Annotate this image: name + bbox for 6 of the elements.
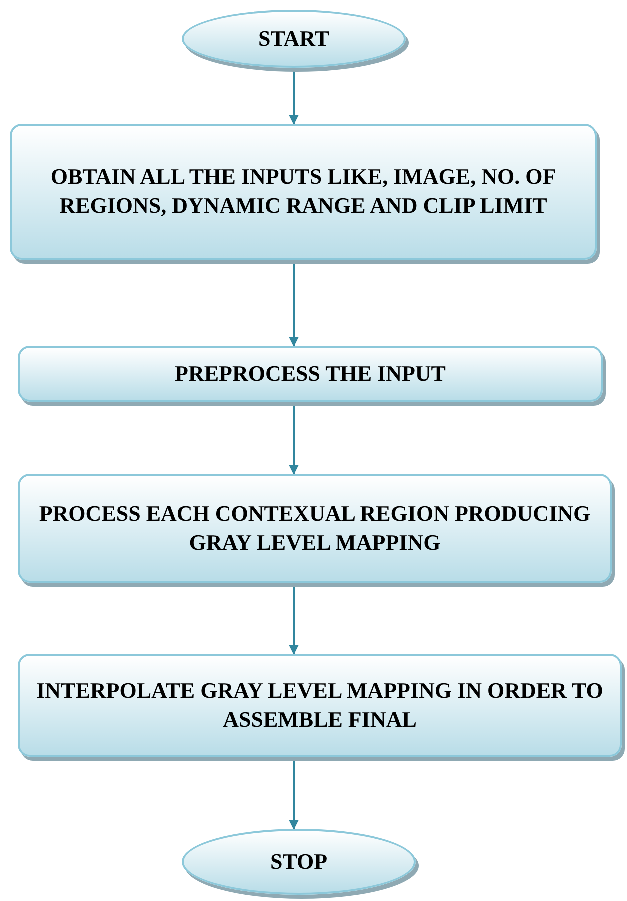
node-label: INTERPOLATE GRAY LEVEL MAPPING IN ORDER TO ASSEMBLE FINAL [36, 676, 604, 734]
node-label: STOP [270, 848, 328, 876]
node-label: START [258, 24, 330, 53]
node-label: OBTAIN ALL THE INPUTS LIKE, IMAGE, NO. OF REGIONS, DYNAMIC RANGE AND CLIP LIMIT [50, 163, 558, 220]
node-label: PREPROCESS THE INPUT [175, 360, 446, 388]
node-label: PROCESS EACH CONTEXUAL REGION PRODUCING GRAY LEVEL MAPPING [38, 500, 592, 556]
